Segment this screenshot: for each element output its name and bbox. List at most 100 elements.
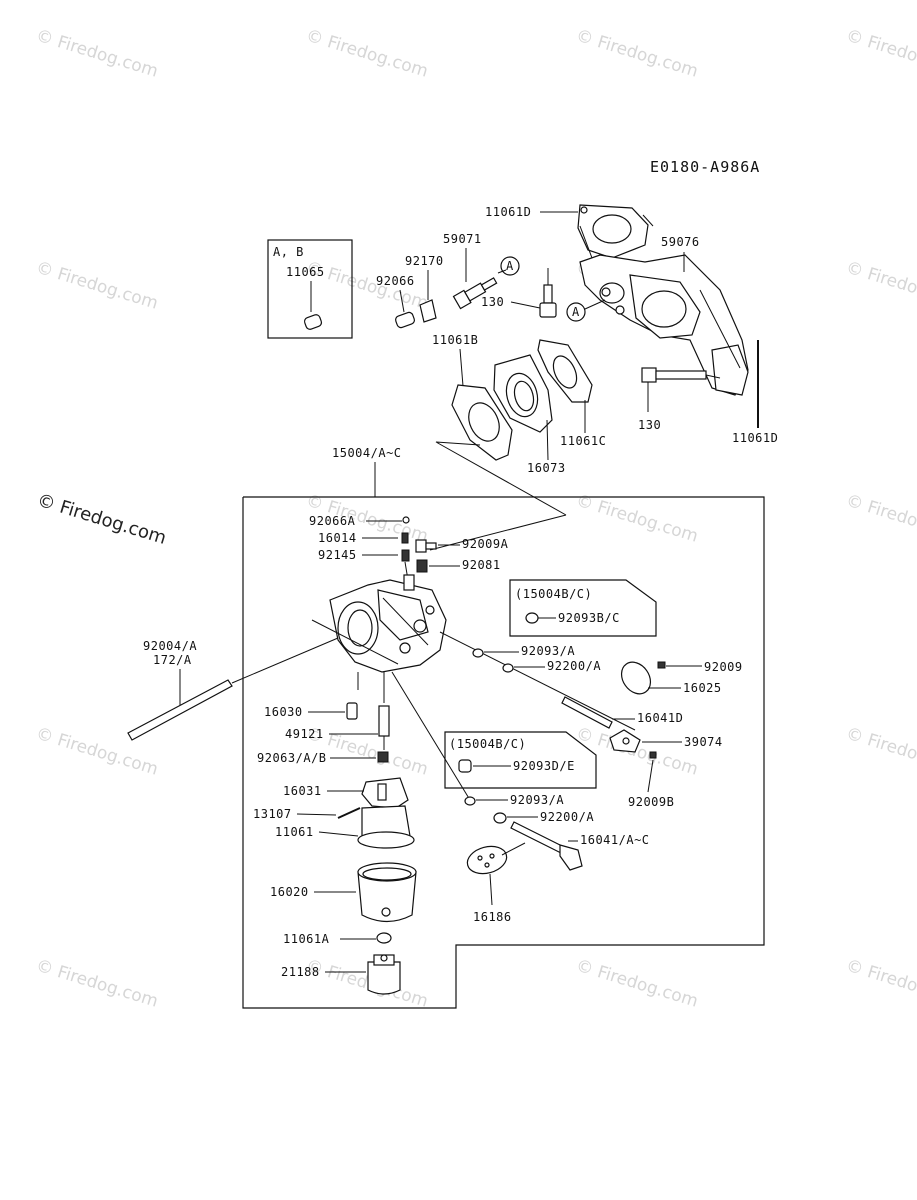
label-11061a: 11061A	[283, 932, 330, 946]
watermark: © Firedog.com	[844, 956, 917, 1012]
bolt-130-lower	[641, 367, 721, 383]
screw-92009b	[649, 751, 657, 759]
watermark: © Firedog.com	[844, 491, 917, 547]
stud-92004	[127, 679, 233, 741]
label-16031: 16031	[283, 784, 322, 798]
plate-16025	[620, 661, 652, 695]
part-92093a-2	[464, 796, 476, 806]
watermark: © Firedog.com	[574, 491, 701, 547]
callout-a-2-label: A	[572, 305, 580, 319]
part-92145	[401, 549, 410, 562]
oring-11061a	[376, 932, 392, 944]
label-92145: 92145	[318, 548, 357, 562]
label-11061d-top: 11061D	[485, 205, 531, 219]
pin-92066	[395, 311, 415, 329]
screw-92009	[657, 661, 666, 669]
label-92093a-1: 92093/A	[521, 644, 575, 658]
shaft-16041d	[561, 696, 613, 729]
label-130-upper: 130	[481, 295, 504, 309]
label-130-lower: 130	[638, 418, 661, 432]
part-92093a-1	[472, 648, 484, 658]
solenoid-21188	[367, 954, 401, 995]
pin-part-11065	[303, 314, 323, 330]
label-16014: 16014	[318, 531, 357, 545]
lever-39074	[609, 729, 641, 753]
label-92066a: 92066A	[309, 514, 356, 528]
sensor-59071	[452, 277, 498, 310]
label-92170: 92170	[405, 254, 444, 268]
label-13107: 13107	[253, 807, 292, 821]
inset-top-title: (15004B/C)	[515, 587, 592, 601]
part-92063	[377, 751, 389, 763]
label-11061d-side: 11061D	[732, 431, 778, 445]
watermark: © Firedog.com	[844, 724, 917, 780]
label-59076: 59076	[661, 235, 700, 249]
callout-a-1-label: A	[506, 259, 514, 273]
label-16073: 16073	[527, 461, 566, 475]
carburetor-frame	[242, 496, 765, 1009]
clip-92170	[419, 299, 437, 323]
watermark: © Firedog.com	[574, 26, 701, 82]
inset-mid-title: (15004B/C)	[449, 737, 526, 751]
label-92004: 92004/A	[143, 639, 197, 653]
part-92200a-2	[493, 812, 507, 824]
diagram-code: E0180-A986A	[650, 158, 760, 176]
watermark: © Firedog.com	[574, 956, 701, 1012]
insulator-16073	[493, 354, 553, 433]
callout-a-2	[566, 302, 586, 322]
watermark: © Firedog.com	[34, 26, 161, 82]
label-21188: 21188	[281, 965, 320, 979]
label-11061c: 11061C	[560, 434, 606, 448]
watermark: © Firedog.com	[844, 258, 917, 314]
watermark: © Firedog.com	[844, 26, 917, 82]
part-92200a-1	[502, 663, 514, 673]
label-15004: 15004/A~C	[332, 446, 402, 460]
inset-box-15004bc-mid	[444, 731, 597, 789]
label-92081: 92081	[462, 558, 501, 572]
inset-box-ab	[267, 239, 353, 339]
watermark: © Firedog.com	[304, 26, 431, 82]
part-49121	[378, 705, 390, 737]
label-16041ac: 16041/A~C	[580, 833, 650, 847]
bolt-130-upper	[539, 268, 557, 318]
part-92081	[416, 559, 428, 573]
float-16031	[361, 777, 409, 809]
label-92093bc: 92093B/C	[558, 611, 620, 625]
label-92200a-2: 92200/A	[540, 810, 594, 824]
label-92093de: 92093D/E	[513, 759, 575, 773]
float-bowl-16020	[357, 862, 417, 923]
label-92093a-2: 92093/A	[510, 793, 564, 807]
shaft-16041ac	[510, 821, 583, 871]
label-16030: 16030	[264, 705, 303, 719]
carburetor-body	[329, 574, 447, 673]
part-92093bc	[525, 612, 539, 624]
intake-manifold-59076	[579, 254, 749, 396]
part-16030	[346, 702, 358, 720]
watermark-dark: © Firedog.com	[35, 490, 169, 549]
label-172: 172/A	[153, 653, 192, 667]
label-16020: 16020	[270, 885, 309, 899]
label-16186: 16186	[473, 910, 512, 924]
watermark: © Firedog.com	[34, 956, 161, 1012]
part-92093de	[458, 759, 472, 773]
screw-92009a	[415, 539, 437, 553]
watermark: © Firedog.com	[34, 258, 161, 314]
label-92009: 92009	[704, 660, 743, 674]
label-11061b: 11061B	[432, 333, 478, 347]
inset-box-15004bc-top	[509, 579, 657, 637]
part-92066a	[402, 516, 410, 524]
watermark: © Firedog.com	[304, 956, 431, 1012]
label-11065: 11065	[286, 265, 325, 279]
label-92066: 92066	[376, 274, 415, 288]
label-92200a-1: 92200/A	[547, 659, 601, 673]
label-59071: 59071	[443, 232, 482, 246]
label-39074: 39074	[684, 735, 723, 749]
label-49121: 49121	[285, 727, 324, 741]
pin-13107	[337, 807, 361, 819]
label-11061: 11061	[275, 825, 314, 839]
label-92009a: 92009A	[462, 537, 509, 551]
label-16041d: 16041D	[637, 711, 683, 725]
plate-16186	[466, 845, 508, 875]
